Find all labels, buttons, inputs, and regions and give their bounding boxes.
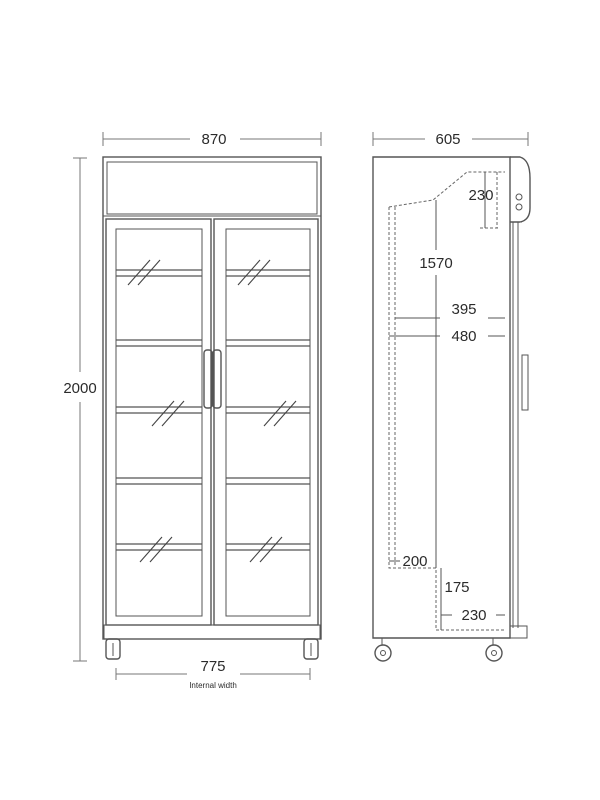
width-label: 870 xyxy=(201,131,226,148)
control-knob-icon xyxy=(515,203,523,211)
interior-height-label: 1570 xyxy=(419,255,452,272)
interior-top-profile xyxy=(388,171,505,208)
left-door xyxy=(105,218,212,626)
side-kick xyxy=(509,625,528,639)
side-rear-wheel xyxy=(374,638,392,662)
internal-width-dimension: 775 Internal width xyxy=(115,658,311,690)
depth-dimension: 605 xyxy=(372,131,529,148)
control-box xyxy=(510,156,531,223)
right-handle xyxy=(212,349,222,409)
side-front-wheel xyxy=(485,638,503,662)
width-dimension: 870 xyxy=(102,131,322,148)
side-view: 605 230 1570 395 480 xyxy=(372,131,531,662)
front-view: 870 2000 xyxy=(63,131,322,690)
internal-width-caption: Internal width xyxy=(189,681,237,690)
height-dimension: 2000 xyxy=(63,157,97,662)
header-panel xyxy=(106,161,318,215)
internal-width-label: 775 xyxy=(200,658,225,675)
side-outline xyxy=(372,156,511,639)
top-unit-label: 230 xyxy=(468,187,493,204)
interior-depth-label: 480 xyxy=(451,328,476,345)
base-plinth xyxy=(103,624,321,640)
height-label: 2000 xyxy=(63,380,96,397)
left-handle xyxy=(203,349,213,409)
front-right-wheel xyxy=(303,638,319,660)
front-left-wheel xyxy=(105,638,121,660)
control-knob-icon xyxy=(515,193,523,201)
base-depth-label: 230 xyxy=(461,607,486,624)
depth-label: 605 xyxy=(435,131,460,148)
base-height-label: 175 xyxy=(444,579,469,596)
side-handle xyxy=(521,354,529,411)
bottom-step-label: 200 xyxy=(402,553,427,570)
shelf-depth-label: 395 xyxy=(451,301,476,318)
right-door xyxy=(213,218,319,626)
